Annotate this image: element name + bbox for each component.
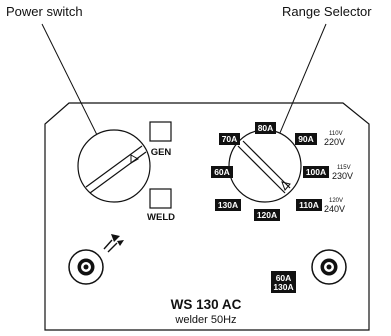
svg-text:90A: 90A <box>298 134 314 144</box>
amp-label-70a: 70A <box>219 133 240 145</box>
amp-label-120a: 120A <box>254 209 280 221</box>
amp-label-130a: 130A <box>215 199 241 211</box>
amp-label-110a: 110A <box>296 199 322 211</box>
svg-text:70A: 70A <box>222 134 238 144</box>
svg-text:80A: 80A <box>258 123 274 133</box>
range-selector-leader-line <box>273 23 327 148</box>
model-subtitle: welder 50Hz <box>174 314 236 326</box>
amp-label-60a: 60A <box>211 166 233 178</box>
power-switch-leader-line <box>41 23 101 142</box>
svg-text:130A: 130A <box>273 282 293 292</box>
weld-label: WELD <box>147 212 175 223</box>
svg-text:100A: 100A <box>306 167 326 177</box>
ground-clamp-icon <box>103 234 124 253</box>
left-output-socket[interactable] <box>68 249 104 285</box>
model-name: WS 130 AC <box>171 297 242 312</box>
gen-indicator <box>149 121 172 142</box>
right-output-socket[interactable] <box>311 249 347 285</box>
voltage-label-220v: 110V 220V <box>324 131 345 147</box>
svg-text:60A: 60A <box>214 167 230 177</box>
power-switch-pointer-icon <box>130 154 140 164</box>
range-selector-callout: Range Selector <box>282 4 372 19</box>
svg-text:120A: 120A <box>257 210 277 220</box>
weld-indicator <box>149 188 172 209</box>
voltage-label-240v: 120V 240V <box>324 198 345 214</box>
front-panel-outline <box>44 102 370 331</box>
range-selector-pointer-icon <box>281 181 291 191</box>
svg-text:110V: 110V <box>329 131 343 137</box>
svg-text:130A: 130A <box>218 200 238 210</box>
gen-label: GEN <box>151 147 172 158</box>
amp-label-100a: 100A <box>303 166 329 178</box>
svg-text:230V: 230V <box>332 171 353 181</box>
voltage-label-230v: 115V 230V <box>332 165 353 181</box>
svg-text:115V: 115V <box>337 165 351 171</box>
svg-text:240V: 240V <box>324 204 345 214</box>
svg-text:120V: 120V <box>329 198 343 204</box>
svg-text:60A: 60A <box>276 273 292 283</box>
svg-text:110A: 110A <box>299 200 319 210</box>
output-range-label: 60A 130A <box>271 271 296 293</box>
power-switch-callout: Power switch <box>6 4 83 19</box>
amp-label-90a: 90A <box>295 133 317 145</box>
svg-text:220V: 220V <box>324 137 345 147</box>
power-switch-knob[interactable] <box>77 129 151 203</box>
amp-label-80a: 80A <box>255 122 276 134</box>
